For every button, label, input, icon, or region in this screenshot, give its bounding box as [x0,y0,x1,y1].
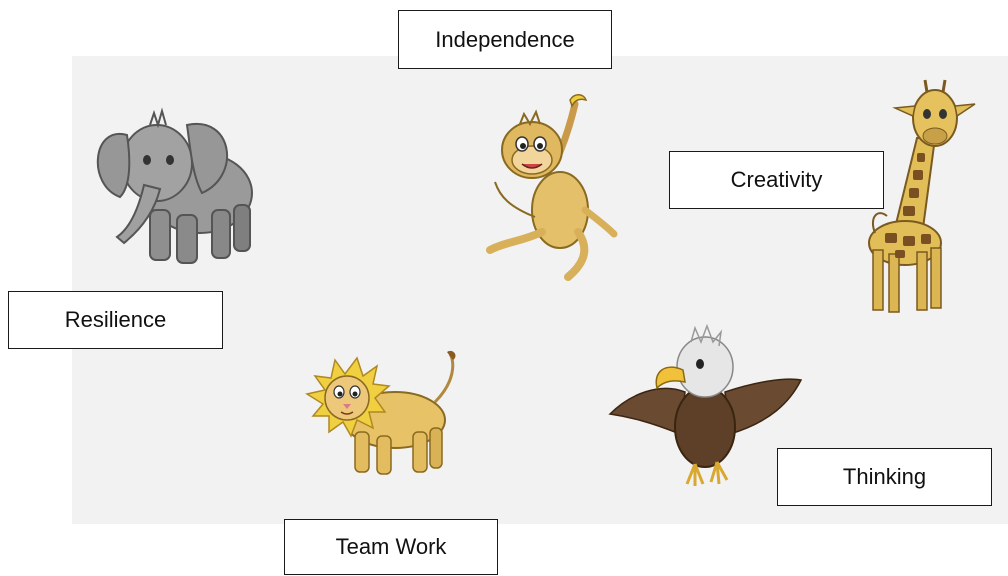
label-team-work: Team Work [284,519,498,575]
lion-illustration [305,350,456,475]
label-thinking: Thinking [777,448,992,506]
label-creativity: Creativity [669,151,884,209]
giraffe-illustration [868,79,976,313]
label-resilience: Resilience [8,291,223,349]
monkey-illustration [486,94,618,281]
eagle-illustration [608,323,803,486]
elephant-illustration [96,107,253,264]
label-independence: Independence [398,10,612,69]
